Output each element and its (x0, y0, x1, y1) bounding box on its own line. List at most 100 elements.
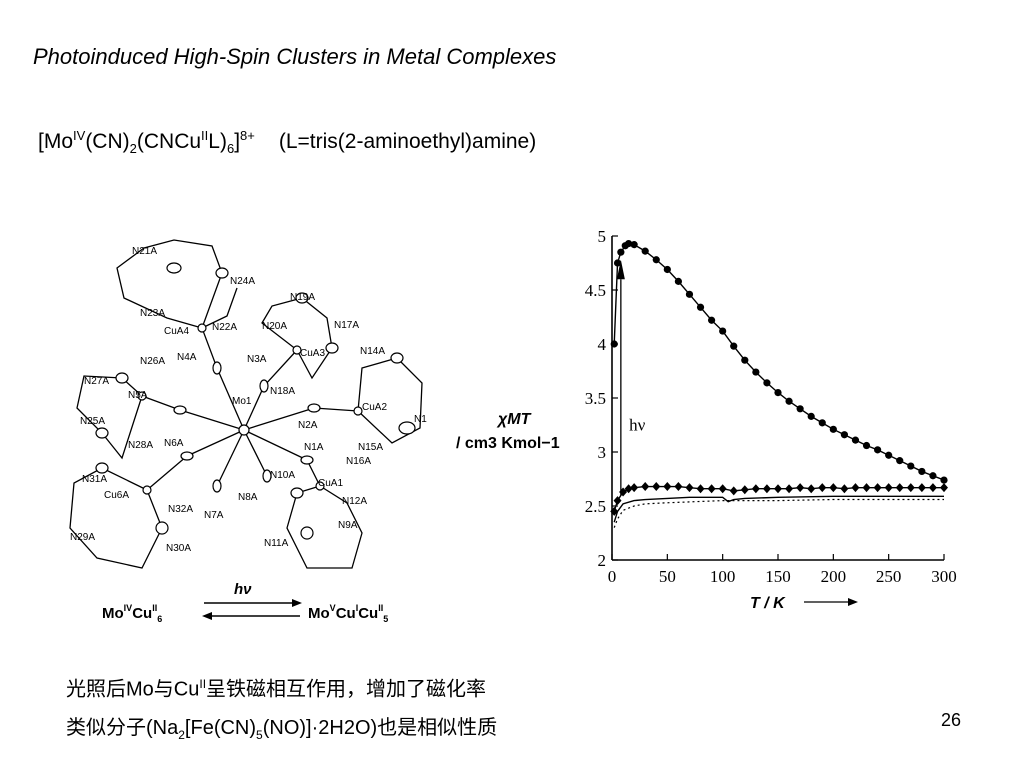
data-point (630, 241, 638, 249)
x-tick-label: 150 (765, 567, 791, 586)
data-point (918, 467, 926, 476)
formula-part: (CNCu (136, 130, 202, 153)
data-point (840, 484, 849, 494)
scheme-right: MoVCuICuII5 (308, 603, 388, 624)
data-point (862, 441, 871, 450)
data-point (652, 482, 661, 492)
data-point (696, 484, 705, 494)
data-point (785, 397, 793, 405)
atom-label: CuA4 (164, 326, 189, 337)
atom-label: CuA3 (300, 348, 325, 359)
x-tick-label: 0 (608, 567, 617, 586)
caption-line-2: 类似分子(Na2[Fe(CN)5(NO)]·2H2O)也是相似性质 (66, 716, 498, 742)
x-tick-label: 250 (876, 567, 902, 586)
atom-label: N26A (140, 356, 165, 367)
data-point (896, 457, 904, 465)
atom-label: CuA1 (318, 478, 343, 489)
atom-labels: N21A N24A N23A CuA4 N22A N19A N20A N17A … (70, 246, 427, 554)
x-tick-label: 300 (931, 567, 957, 586)
data-point (884, 483, 893, 493)
y-tick-label: 5 (598, 227, 607, 246)
atom-label: N19A (290, 292, 315, 303)
data-point (862, 483, 871, 493)
atom-label: Mo1 (232, 396, 252, 407)
atom-label: N7A (204, 510, 224, 521)
data-point (730, 342, 738, 350)
atom-label: N22A (212, 322, 237, 333)
formula-ox-cu: II (201, 128, 209, 143)
data-point (674, 277, 682, 285)
crystal-structure-figure: N21A N24A N23A CuA4 N22A N19A N20A N17A … (69, 239, 427, 624)
reaction-scheme: MoIVCuII6 hν MoVCuICuII5 (102, 581, 388, 624)
data-point (610, 340, 618, 348)
atom-label: N6A (164, 438, 184, 449)
atom-label: N2A (298, 420, 318, 431)
atom-label: N17A (334, 320, 359, 331)
data-point (625, 239, 633, 248)
x-tick-label: 200 (821, 567, 847, 586)
data-point (613, 496, 622, 506)
data-point (719, 327, 727, 335)
data-point (630, 483, 639, 493)
data-point (818, 483, 827, 493)
atom-label: Cu6A (104, 490, 129, 501)
series-line (613, 495, 944, 523)
atom-label: N1A (304, 442, 324, 453)
data-point (851, 483, 860, 493)
ligand-note: (L=tris(2-aminoethyl)amine) (278, 130, 537, 153)
data-point (796, 405, 804, 413)
atom-label: CuA2 (362, 402, 387, 413)
data-point (685, 483, 694, 493)
data-point (807, 484, 816, 494)
atom-label: N14A (360, 346, 385, 357)
x-tick-label: 100 (710, 567, 736, 586)
data-point (763, 379, 771, 387)
y-tick-label: 3 (598, 443, 607, 462)
atom-label: N18A (270, 386, 295, 397)
data-point (696, 303, 705, 311)
data-point (829, 483, 838, 493)
formula-sub: 2 (129, 141, 137, 157)
data-point (774, 484, 782, 494)
data-point (829, 425, 837, 433)
data-point (940, 483, 948, 493)
scheme-arrow-label: hν (234, 581, 252, 598)
data-point (741, 356, 749, 364)
y-tick-label: 3.5 (585, 389, 606, 408)
atom-label: N16A (346, 456, 371, 467)
data-point (796, 483, 805, 493)
data-point (785, 484, 794, 494)
atom-label: N30A (166, 543, 191, 554)
atom-label: N29A (70, 532, 95, 543)
x-tick-label: 50 (659, 567, 676, 586)
atom-label: N23A (140, 308, 165, 319)
data-point (885, 451, 893, 459)
data-point (907, 462, 915, 470)
data-point (874, 446, 882, 454)
page-number: 26 (941, 710, 962, 730)
atom-label: N1 (414, 414, 427, 425)
scheme-left: MoIVCuII6 (102, 603, 162, 624)
atom-label: N27A (84, 376, 109, 387)
hv-arrowhead (616, 259, 625, 280)
data-point (674, 482, 683, 492)
data-point (940, 476, 948, 484)
atom-label: N15A (358, 442, 383, 453)
y-tick-label: 2.5 (585, 497, 606, 516)
data-point (917, 483, 926, 493)
slide-caption: 光照后Mo与CuII呈铁磁相互作用，增加了磁化率 类似分子(Na2[Fe(CN)… (66, 665, 497, 754)
atom-label: N21A (132, 246, 157, 257)
series-line (613, 498, 944, 528)
hv-annotation: hν (629, 415, 646, 434)
data-point (708, 316, 716, 324)
data-point (685, 290, 694, 298)
formula-part: (CN) (85, 130, 130, 153)
structure-atoms (95, 262, 416, 540)
atom-label: N12A (342, 496, 367, 507)
data-point (851, 436, 860, 444)
complex-formula: [MoIV(CN)2(CNCuIIL)6]8+(L=tris(2-aminoet… (38, 128, 536, 156)
atom-label: N4A (177, 352, 197, 363)
formula-part: [Mo (38, 130, 74, 153)
atom-label: N32A (168, 504, 193, 515)
